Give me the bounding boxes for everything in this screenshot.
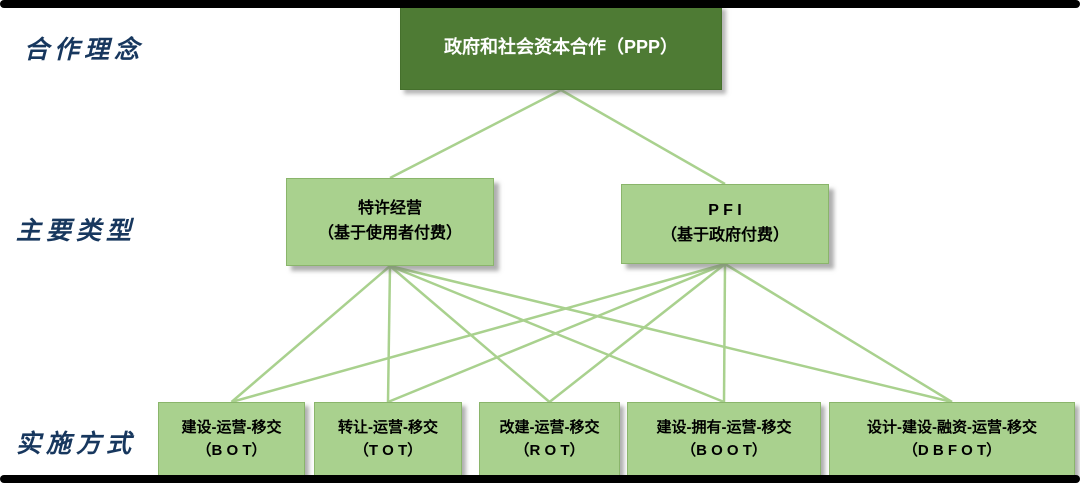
node-method-bot: 建设-运营-移交 （B O T） (158, 402, 305, 476)
node-franchise-title: 特许经营 (357, 200, 422, 218)
node-pfi-type: P F I （基于政府付费） (621, 184, 829, 264)
node-pfi-title: P F I (708, 202, 742, 220)
node-method-tot: 转让-运营-移交 （T O T） (314, 402, 462, 476)
row-label-main-types: 主要类型 (16, 217, 137, 245)
node-method-dbfot-title: 设计-建设-融资-运营-移交 (867, 418, 1037, 436)
node-method-rot-title: 改建-运营-移交 (499, 418, 600, 436)
top-border-bar (0, 0, 1080, 8)
bottom-border-bar (0, 475, 1080, 483)
node-method-boot-acronym: （B O O T） (681, 442, 767, 459)
row-label-cooperation-concept: 合作理念 (24, 36, 145, 64)
node-method-boot-title: 建设-拥有-运营-移交 (656, 418, 792, 436)
node-ppp-root: 政府和社会资本合作（PPP） (400, 5, 722, 90)
node-method-dbfot: 设计-建设-融资-运营-移交 （D B F O T） (829, 402, 1075, 476)
node-franchise-type: 特许经营 （基于使用者付费） (286, 178, 494, 266)
node-franchise-subtitle: （基于使用者付费） (317, 225, 462, 242)
node-method-boot: 建设-拥有-运营-移交 （B O O T） (627, 402, 821, 476)
row-label-implementation-methods: 实施方式 (16, 430, 137, 458)
node-method-tot-acronym: （T O T） (353, 442, 423, 459)
node-method-bot-acronym: （B O T） (196, 442, 267, 459)
node-method-tot-title: 转让-运营-移交 (338, 418, 438, 436)
node-pfi-subtitle: （基于政府付费） (660, 227, 789, 244)
node-method-rot-acronym: （R O T） (514, 442, 585, 459)
node-method-dbfot-acronym: （D B F O T） (902, 442, 1002, 459)
node-method-bot-title: 建设-运营-移交 (181, 418, 282, 436)
node-method-rot: 改建-运营-移交 （R O T） (479, 402, 620, 476)
node-ppp-root-label: 政府和社会资本合作（PPP） (443, 36, 679, 57)
